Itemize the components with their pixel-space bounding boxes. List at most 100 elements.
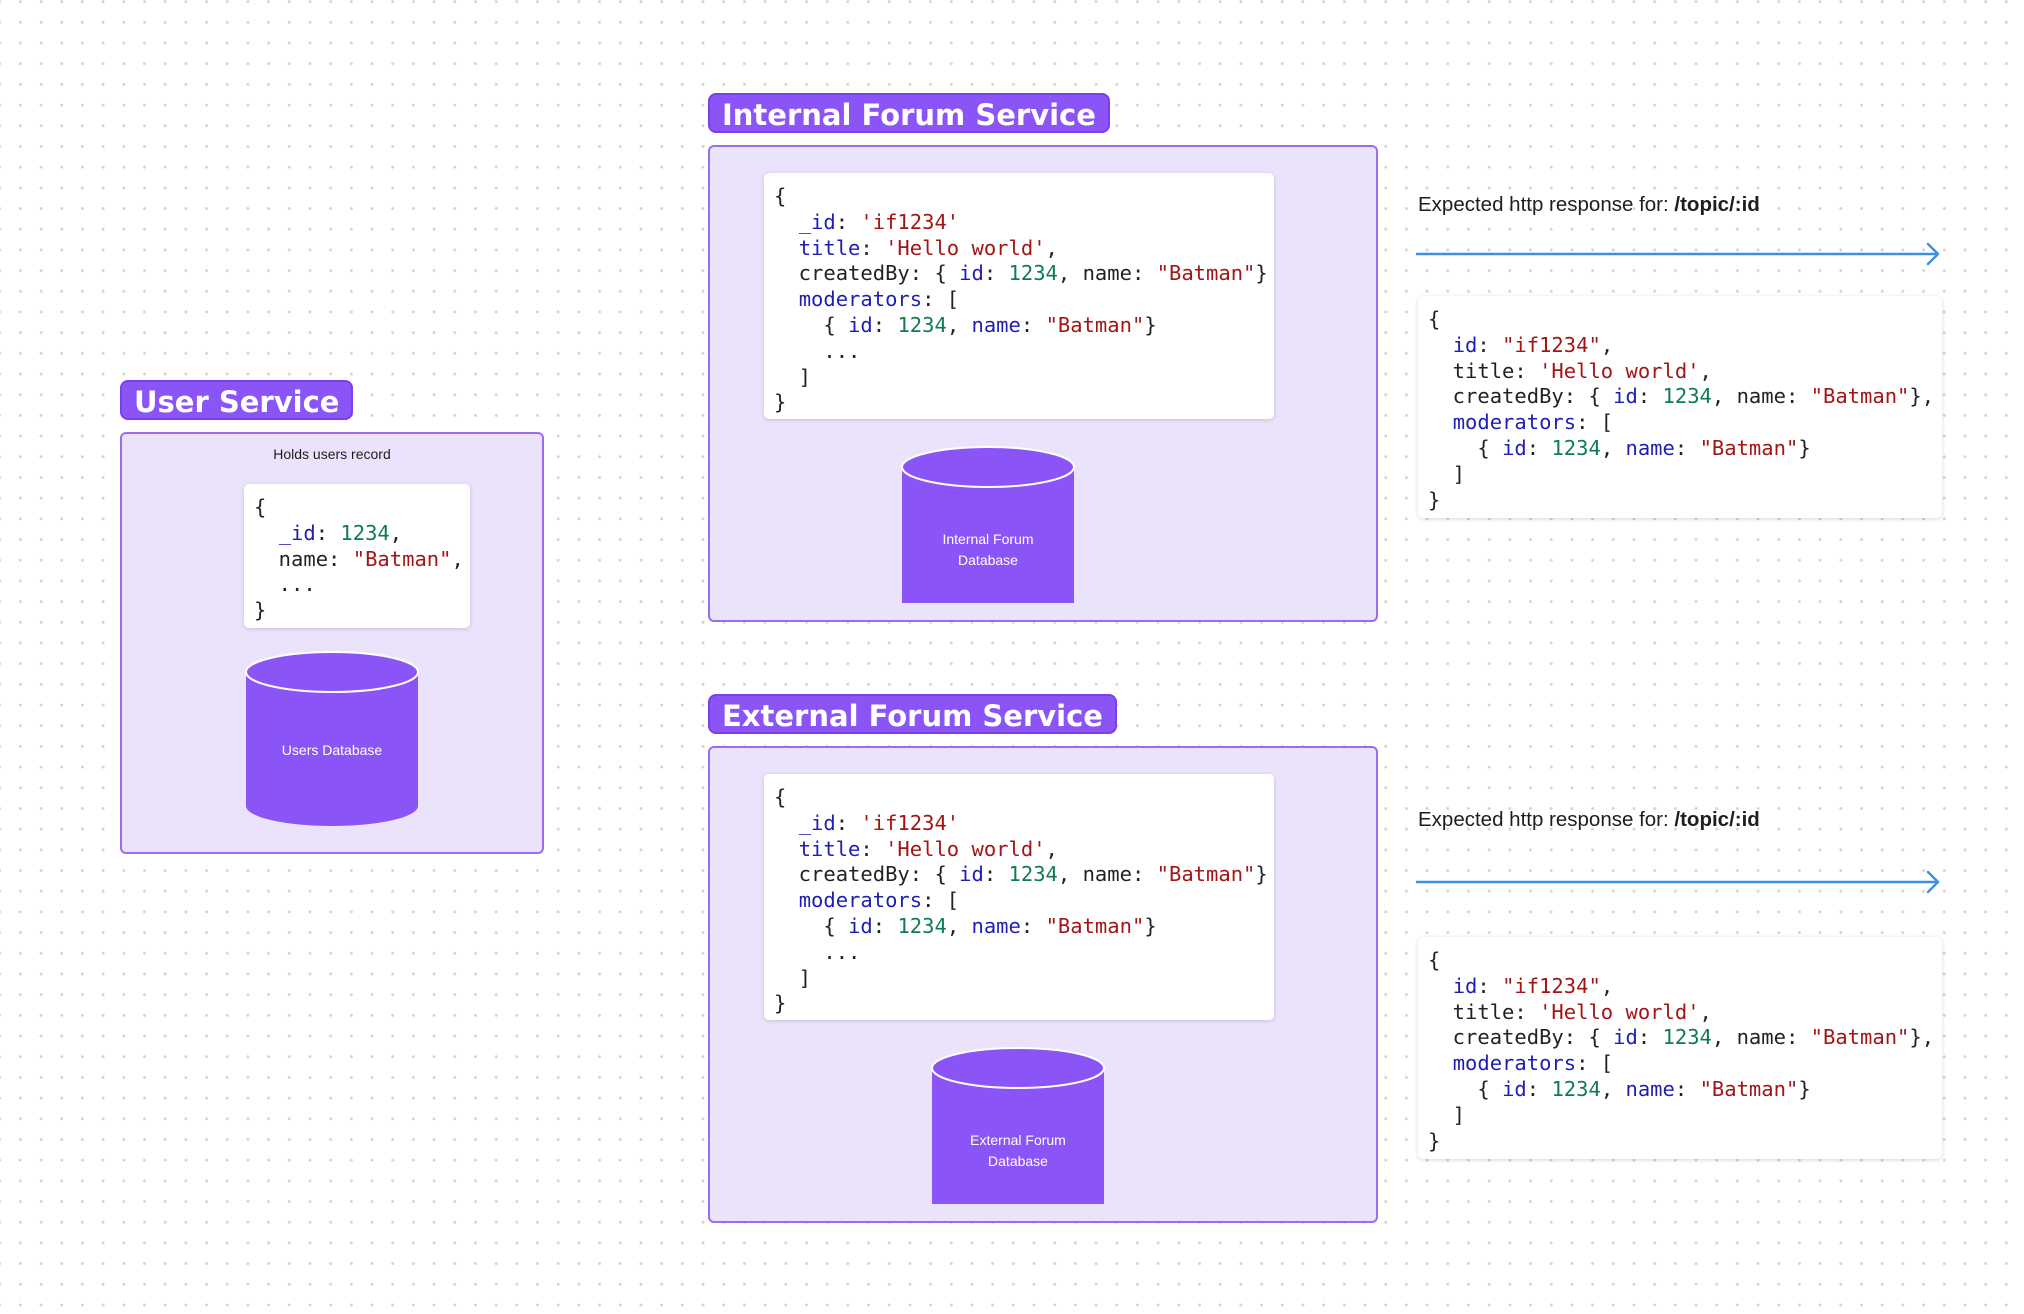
code-token: }: [1428, 1128, 1441, 1153]
external-record-code: { _id: 'if1234' title: 'Hello world', cr…: [774, 785, 1268, 1017]
external-forum-service-panel[interactable]: { _id: 'if1234' title: 'Hello world', cr…: [708, 746, 1378, 1223]
internal-database-label-line1: Internal Forum: [942, 531, 1034, 547]
code-token: [1428, 410, 1453, 434]
code-token: {: [254, 495, 267, 519]
code-token: {: [1428, 948, 1441, 972]
code-token: 1234: [897, 913, 947, 938]
code-token: , name:: [1057, 261, 1157, 286]
code-token: "Batman": [352, 546, 452, 571]
code-token: :: [1526, 1076, 1552, 1101]
code-token: , name:: [1057, 862, 1157, 887]
code-token: {: [774, 913, 849, 938]
external-forum-service-title: External Forum Service: [708, 694, 1117, 734]
code-token: ,: [946, 312, 972, 337]
code-token: :: [1674, 1076, 1700, 1101]
code-token: [774, 287, 799, 311]
code-token: ]: [774, 364, 812, 389]
response-2-card[interactable]: { id: "if1234", title: 'Hello world', cr…: [1418, 937, 1942, 1159]
code-token: 'Hello world': [885, 235, 1046, 260]
external-forum-database[interactable]: External Forum Database: [930, 1046, 1106, 1224]
code-token: {: [1428, 435, 1503, 460]
internal-forum-database[interactable]: Internal Forum Database: [900, 445, 1076, 623]
code-token: 'if1234': [860, 209, 960, 234]
user-record-card[interactable]: { _id: 1234, name: "Batman", ... }: [244, 484, 470, 628]
response-1-card[interactable]: { id: "if1234", title: 'Hello world', cr…: [1418, 296, 1942, 518]
code-token: 'Hello world': [1539, 358, 1700, 383]
code-token: , name:: [1711, 1025, 1811, 1050]
code-token: :: [872, 312, 898, 337]
code-token: 1234: [1551, 1076, 1601, 1101]
code-token: :: [1674, 435, 1700, 460]
code-token: _id: [798, 810, 836, 835]
code-token: [774, 888, 799, 912]
code-token: id: [1613, 384, 1638, 409]
code-token: }: [1428, 487, 1441, 512]
code-token: 1234: [1662, 384, 1712, 409]
code-token: }: [1798, 435, 1811, 460]
code-token: id: [848, 913, 873, 938]
internal-record-code: { _id: 'if1234' title: 'Hello world', cr…: [774, 184, 1268, 416]
code-token: }: [1255, 261, 1268, 286]
code-token: 1234: [1008, 862, 1058, 887]
response-1-code: { id: "if1234", title: 'Hello world', cr…: [1428, 307, 1935, 513]
internal-record-card[interactable]: { _id: 'if1234' title: 'Hello world', cr…: [764, 173, 1274, 419]
code-token: ]: [1428, 1102, 1466, 1127]
code-token: "Batman": [1156, 862, 1256, 887]
code-token: [774, 236, 799, 260]
users-database[interactable]: Users Database: [244, 650, 420, 828]
code-token: {: [774, 184, 787, 208]
code-token: id: [1613, 1025, 1638, 1050]
code-token: ,: [451, 546, 464, 571]
code-token: ]: [774, 965, 812, 990]
code-token: "Batman": [1810, 1025, 1910, 1050]
user-record-code: { _id: 1234, name: "Batman", ... }: [254, 495, 464, 624]
code-token: :: [315, 520, 341, 545]
code-token: 1234: [897, 312, 947, 337]
code-token: ...: [774, 939, 861, 964]
external-database-label-line1: External Forum: [970, 1132, 1066, 1148]
code-token: "Batman": [1045, 913, 1145, 938]
code-token: name: [971, 312, 1021, 337]
code-token: name: [1625, 435, 1675, 460]
response-1-label: Expected http response for: /topic/:id: [1418, 193, 1760, 217]
code-token: title: [798, 836, 861, 861]
code-token: :: [1526, 435, 1552, 460]
code-token: ...: [774, 338, 861, 363]
response-2-label: Expected http response for: /topic/:id: [1418, 808, 1760, 832]
code-token: :: [835, 209, 861, 234]
response-1-label-prefix: Expected http response for:: [1418, 193, 1675, 216]
code-token: : [: [922, 888, 960, 913]
code-token: ,: [1699, 358, 1712, 383]
code-token: moderators: [798, 287, 923, 312]
database-cylinder-icon: [901, 446, 1075, 603]
code-token: {: [1428, 307, 1441, 331]
database-cylinder-icon: [931, 1047, 1105, 1204]
code-token: :: [1637, 1025, 1663, 1050]
code-token: [254, 521, 279, 545]
code-token: moderators: [1452, 410, 1577, 435]
code-token: createdBy: {: [1428, 1025, 1614, 1050]
code-token: "if1234": [1502, 973, 1601, 998]
external-record-card[interactable]: { _id: 'if1234' title: 'Hello world', cr…: [764, 774, 1274, 1020]
code-token: , name:: [1711, 384, 1811, 409]
code-token: },: [1909, 384, 1935, 409]
code-token: }: [254, 598, 267, 623]
code-token: id: [848, 312, 873, 337]
code-token: :: [1477, 332, 1503, 357]
code-token: "Batman": [1699, 1076, 1799, 1101]
internal-forum-service-panel[interactable]: { _id: 'if1234' title: 'Hello world', cr…: [708, 145, 1378, 622]
response-1-arrow: [1416, 242, 1940, 266]
code-token: },: [1909, 1025, 1935, 1050]
code-token: [774, 811, 799, 835]
user-service-panel[interactable]: Holds users record { _id: 1234, name: "B…: [120, 432, 544, 854]
code-token: ,: [1699, 999, 1712, 1024]
code-token: : [: [1576, 1051, 1614, 1076]
database-cylinder-icon: [245, 651, 419, 826]
internal-forum-service-title: Internal Forum Service: [708, 93, 1110, 133]
code-token: "Batman": [1699, 435, 1799, 460]
code-token: 'Hello world': [1539, 999, 1700, 1024]
users-database-label: Users Database: [281, 742, 383, 758]
code-token: {: [1428, 1076, 1503, 1101]
code-token: :: [1020, 913, 1046, 938]
code-token: }: [1144, 312, 1157, 337]
